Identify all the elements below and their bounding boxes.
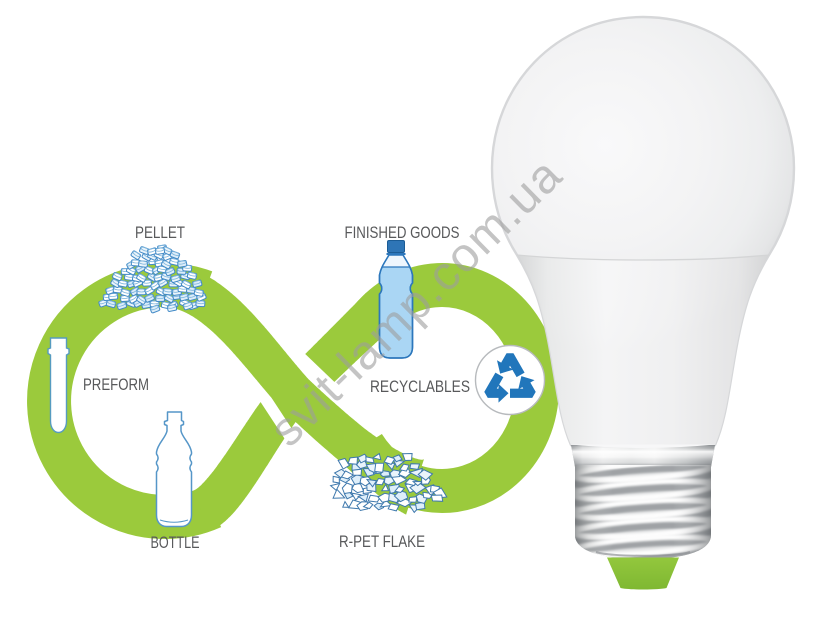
svg-text:R-PET FLAKE: R-PET FLAKE bbox=[339, 532, 425, 551]
svg-text:PELLET: PELLET bbox=[135, 223, 185, 242]
svg-text:PREFORM: PREFORM bbox=[83, 375, 149, 394]
svg-text:RECYCLABLES: RECYCLABLES bbox=[370, 377, 470, 396]
svg-text:FINISHED GOODS: FINISHED GOODS bbox=[345, 223, 460, 242]
svg-text:BOTTLE: BOTTLE bbox=[151, 533, 200, 552]
